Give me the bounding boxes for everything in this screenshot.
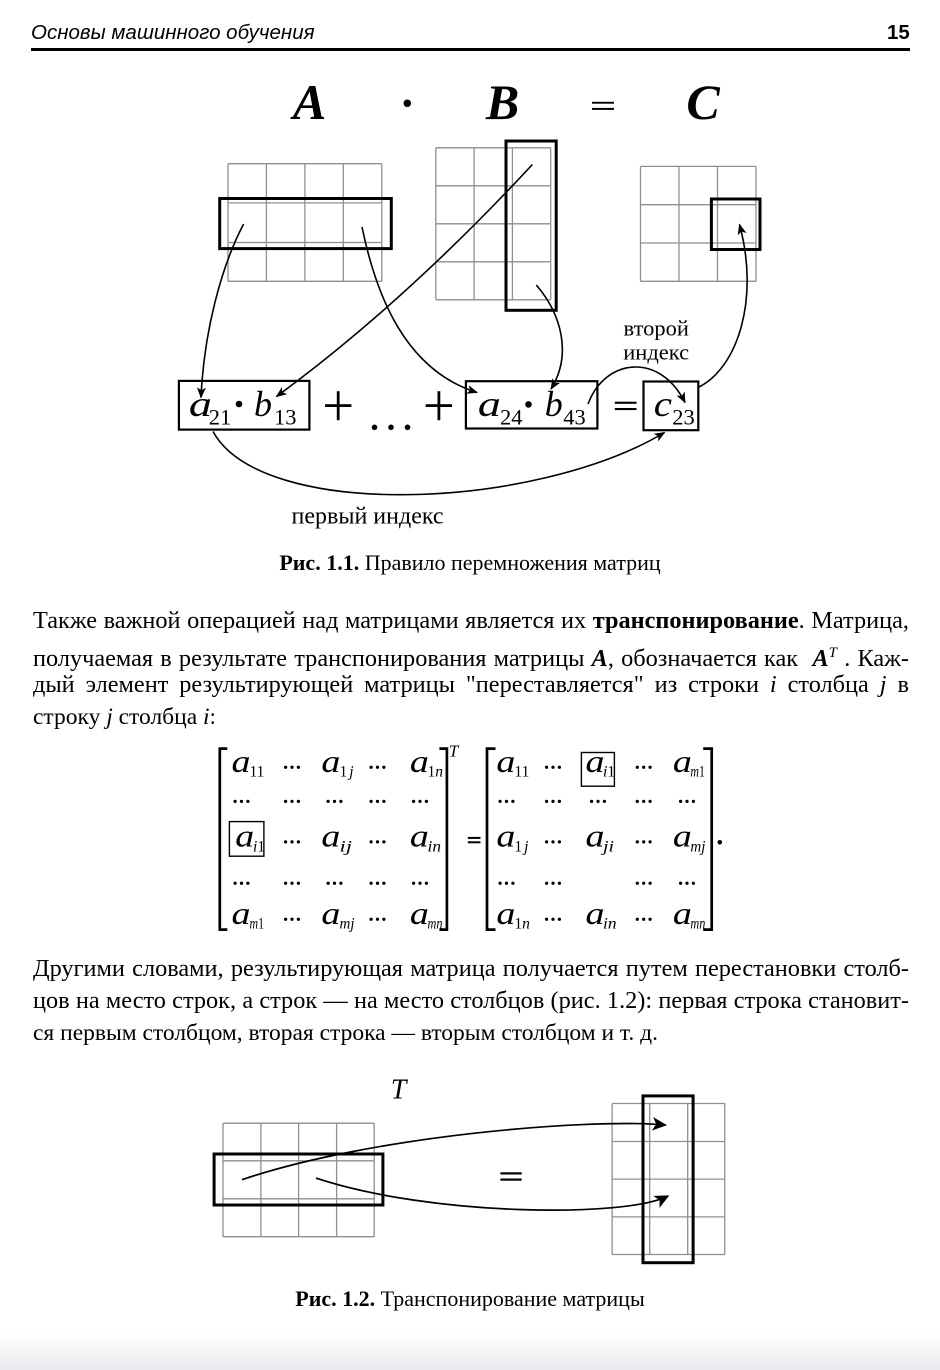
svg-text:23: 23 (672, 404, 695, 429)
svg-text:a: a (321, 895, 340, 931)
svg-text:mj: mj (340, 916, 355, 933)
svg-text:A: A (290, 74, 326, 130)
svg-text:a: a (410, 743, 429, 779)
svg-text:ij: ij (340, 839, 353, 856)
svg-text:индекс: индекс (623, 340, 689, 365)
svg-text:a: a (673, 818, 692, 854)
svg-text:a: a (586, 895, 605, 931)
svg-text:a: a (586, 818, 605, 854)
svg-text:13: 13 (274, 404, 297, 429)
svg-text:11: 11 (250, 764, 265, 781)
svg-text:i1: i1 (253, 839, 265, 856)
svg-text:43: 43 (563, 404, 586, 429)
svg-text:a: a (673, 743, 692, 779)
svg-text:C: C (686, 74, 720, 130)
svg-text:T: T (391, 1075, 409, 1106)
svg-text:c: c (654, 384, 672, 424)
svg-text:m1: m1 (690, 764, 705, 781)
svg-text:a: a (232, 743, 251, 779)
svg-text:a: a (321, 818, 340, 854)
svg-text:a: a (321, 743, 340, 779)
svg-text:mj: mj (690, 839, 705, 856)
svg-text:i1: i1 (603, 764, 615, 781)
svg-text:in: in (603, 916, 617, 933)
svg-text:1n: 1n (514, 916, 530, 933)
svg-text:11: 11 (514, 764, 529, 781)
svg-text:a: a (410, 895, 429, 931)
svg-text:b: b (254, 384, 272, 424)
svg-text:1n: 1n (428, 764, 444, 781)
svg-text:24: 24 (500, 404, 523, 429)
svg-text:mn: mn (428, 916, 443, 933)
svg-text:a: a (673, 895, 692, 931)
svg-text:a: a (235, 818, 254, 854)
svg-text:a: a (496, 895, 515, 931)
svg-text:a: a (478, 384, 501, 424)
svg-text:T: T (449, 742, 460, 761)
svg-text:21: 21 (209, 404, 232, 429)
svg-text:B: B (485, 74, 519, 130)
svg-text:1j: 1j (340, 764, 354, 781)
svg-text:1j: 1j (514, 839, 528, 856)
svg-text:второй: второй (624, 316, 689, 341)
svg-text:a: a (232, 895, 251, 931)
svg-text:m1: m1 (250, 916, 265, 933)
svg-text:ji: ji (600, 839, 614, 856)
svg-text:a: a (189, 384, 212, 424)
svg-text:a: a (496, 818, 515, 854)
svg-text:a: a (586, 743, 605, 779)
svg-text:b: b (545, 384, 563, 424)
svg-text:a: a (496, 743, 515, 779)
svg-text:mn: mn (690, 916, 705, 933)
svg-text:первый индекс: первый индекс (292, 504, 444, 530)
svg-text:in: in (428, 839, 442, 856)
svg-text:a: a (410, 818, 429, 854)
